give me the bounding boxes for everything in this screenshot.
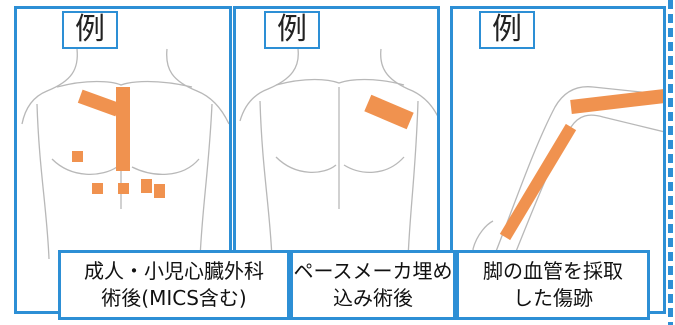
caption-line: ペースメーカ埋め [293, 259, 453, 283]
incision-port-3 [141, 179, 152, 193]
incision-thigh [570, 89, 663, 114]
example-tag: 例 [264, 11, 320, 49]
chest-illustration [21, 48, 229, 260]
caption-leg-vessel: 脚の血管を採取 した傷跡 [456, 250, 650, 320]
caption-line: した傷跡 [513, 286, 593, 310]
caption-line: 込み術後 [333, 286, 413, 310]
caption-line: 術後(MICS含む) [101, 286, 247, 310]
caption-line: 脚の血管を採取 [483, 259, 623, 283]
dashed-divider [668, 0, 673, 325]
caption-cardiac-surgery: 成人・小児心臓外科 術後(MICS含む) [58, 250, 290, 320]
chest-illustration [239, 48, 437, 260]
incision-port-4 [154, 184, 165, 198]
caption-pacemaker: ペースメーカ埋め 込み術後 [290, 250, 456, 320]
incision-port-2 [118, 183, 129, 194]
incision-lower-leg [499, 123, 577, 241]
incision-port-left [72, 151, 83, 162]
incision-port-1 [92, 183, 103, 194]
incision-shoulder [77, 89, 121, 117]
incision-pacemaker [364, 94, 414, 130]
example-tag: 例 [479, 11, 535, 49]
example-tag: 例 [62, 11, 118, 49]
incision-sternotomy [116, 87, 130, 171]
caption-line: 成人・小児心臓外科 [84, 259, 264, 283]
